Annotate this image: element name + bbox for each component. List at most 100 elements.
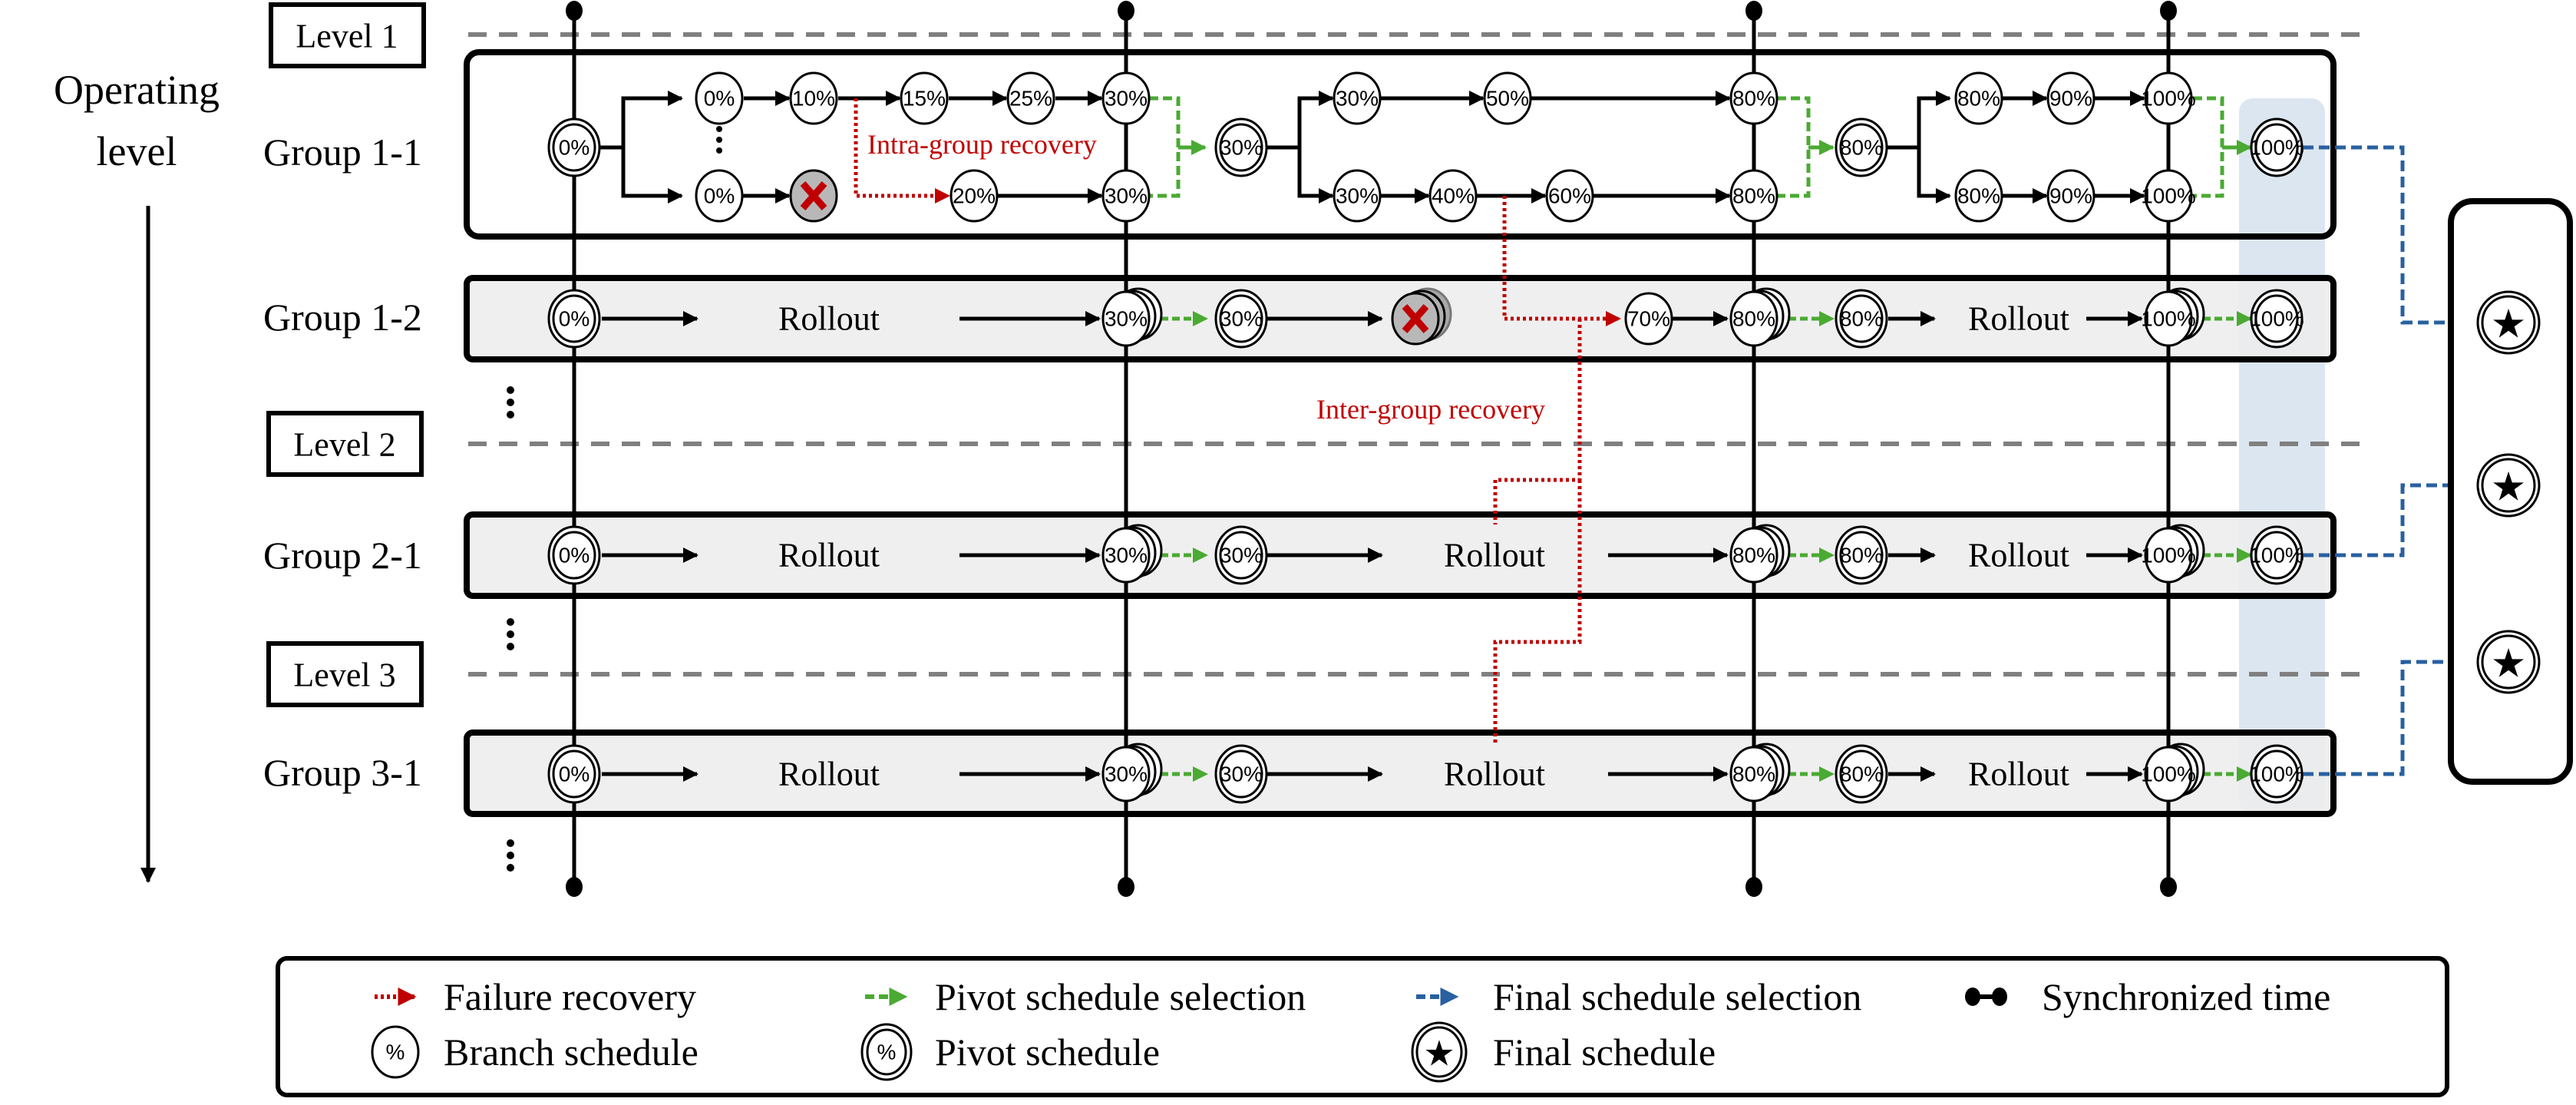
intra-group-recovery-label: Intra-group recovery xyxy=(867,129,1097,160)
node-value: 30% xyxy=(1105,544,1148,567)
branch-arrow-top xyxy=(1887,91,1951,150)
legend-pivot-schedule-icon: % xyxy=(860,1023,913,1081)
node-value: 50% xyxy=(1486,87,1529,111)
pivot-selection-bracket xyxy=(2193,96,2224,198)
branch-schedule-node: 80% xyxy=(1954,169,2003,223)
stacked-branch-schedules: 80% xyxy=(1729,524,1791,584)
final-pivot-node: 100% xyxy=(2249,744,2304,804)
node-value: 100% xyxy=(2249,763,2304,786)
branch-schedule-node: 40% xyxy=(1428,169,1478,223)
start-pivot-node: 0% xyxy=(547,117,601,177)
rollout-label: Rollout xyxy=(1968,537,2069,574)
branch-schedule-node: 80% xyxy=(1729,169,1778,223)
pivot-node-80: 80% xyxy=(1835,117,1888,177)
stacked-branch-schedules: 30% xyxy=(1101,743,1163,802)
intra-group-recovery-arrow xyxy=(854,98,950,203)
node-value: 30% xyxy=(1105,307,1148,331)
level-3-label: Level 3 xyxy=(293,657,395,694)
legend-sync-time-label: Synchronized time xyxy=(2042,975,2330,1018)
node-value: 30% xyxy=(1105,763,1148,786)
stacked-branch-schedules: 100% xyxy=(2141,524,2205,584)
branch-schedule-node: 30% xyxy=(1333,169,1382,223)
start-pivot-node: 0% xyxy=(547,744,601,804)
legend: Failure recovery Pivot schedule selectio… xyxy=(276,956,2449,1097)
continuation-dots xyxy=(507,386,514,872)
node-value: 70% xyxy=(1627,307,1670,331)
node-value: 80% xyxy=(1840,544,1883,567)
final-schedule-node: ★ xyxy=(2476,453,2541,518)
failed-stacked-node xyxy=(1391,287,1452,346)
sync-dot-bottom xyxy=(2160,877,2177,897)
branch-schedule-node: 30% xyxy=(1333,71,1382,125)
start-pivot-node: 0% xyxy=(547,289,601,349)
node-value: 100% xyxy=(2249,307,2304,331)
branch-schedule-node: 90% xyxy=(2046,71,2095,125)
node-value: 0% xyxy=(704,184,735,208)
pivot-node-30: 30% xyxy=(1214,525,1268,585)
sync-dot-bottom xyxy=(1745,877,1762,897)
node-value: 10% xyxy=(792,87,835,111)
branch-schedule-node: 60% xyxy=(1545,169,1594,223)
sync-dot-top xyxy=(1118,1,1134,21)
ellipsis-dot xyxy=(716,137,722,143)
legend-final-schedule-icon: ★ xyxy=(1411,1021,1468,1083)
node-value: 80% xyxy=(1840,763,1883,786)
failure-x-icon xyxy=(1402,304,1429,333)
branch-schedule-node: 10% xyxy=(789,71,838,125)
node-value: 100% xyxy=(2141,184,2196,208)
star-icon: ★ xyxy=(2491,466,2527,510)
sync-dot-top xyxy=(2160,1,2177,21)
node-value: 15% xyxy=(903,87,946,111)
node-value: 0% xyxy=(559,763,590,786)
node-value: 80% xyxy=(1840,307,1883,331)
node-value: 80% xyxy=(1732,544,1775,567)
level-1-box: Level 1 xyxy=(269,2,426,68)
final-schedule-node: ★ xyxy=(2476,290,2541,355)
pivot-selection-bracket xyxy=(1777,96,1811,198)
node-value: 30% xyxy=(1220,307,1263,331)
branch-schedule-node: 0% xyxy=(695,71,744,125)
node-value: 30% xyxy=(1336,87,1379,111)
node-value: 100% xyxy=(2249,136,2304,160)
node-value: 30% xyxy=(1220,763,1263,786)
level-1-label: Level 1 xyxy=(296,18,398,55)
node-value: 80% xyxy=(1840,136,1883,160)
pivot-node-30: 30% xyxy=(1214,117,1268,177)
pivot-node-80: 80% xyxy=(1835,525,1888,585)
final-pivot-highlight-column xyxy=(2239,98,2325,812)
branch-arrow-bottom xyxy=(1267,145,1334,203)
final-selection-arrow xyxy=(2303,145,2481,330)
final-selection-arrow xyxy=(2303,654,2481,776)
branch-arrow-bottom xyxy=(1887,145,1951,203)
rollout-label: Rollout xyxy=(1444,756,1545,793)
pivot-selection-bracket xyxy=(1149,96,1181,198)
node-value: 80% xyxy=(1732,184,1775,208)
ellipsis-dot xyxy=(716,126,722,132)
node-value: 100% xyxy=(2141,544,2196,567)
inter-group-recovery-label: Inter-group recovery xyxy=(1316,394,1545,425)
legend-final-selection-label: Final schedule selection xyxy=(1493,975,1861,1018)
final-pivot-node: 100% xyxy=(2249,525,2304,585)
rollout-label: Rollout xyxy=(778,300,880,338)
svg-text:★: ★ xyxy=(1423,1034,1455,1074)
branch-schedule-node: 20% xyxy=(949,169,999,223)
branch-schedule-node: 30% xyxy=(1101,169,1151,223)
legend-pivot-selection-label: Pivot schedule selection xyxy=(935,975,1306,1018)
pivot-node-30: 30% xyxy=(1214,744,1268,804)
branch-schedule-node: 80% xyxy=(1954,71,2003,125)
branch-schedule-node: 100% xyxy=(2141,169,2196,223)
svg-text:%: % xyxy=(877,1040,897,1064)
branch-schedule-node: 50% xyxy=(1483,71,1532,125)
ellipsis-dot xyxy=(716,147,722,154)
start-pivot-node: 0% xyxy=(547,525,601,585)
legend-branch-schedule-label: Branch schedule xyxy=(444,1031,698,1074)
stacked-branch-schedules: 30% xyxy=(1101,287,1163,347)
node-value: 100% xyxy=(2249,544,2304,567)
level-2-label: Level 2 xyxy=(293,426,395,464)
group-1-1-box xyxy=(464,49,2337,240)
group-1-2-label: Group 1-2 xyxy=(263,296,422,339)
node-value: 100% xyxy=(2141,763,2196,786)
rollout-label: Rollout xyxy=(1444,537,1545,574)
star-icon: ★ xyxy=(2491,303,2527,347)
inter-group-recovery-path-level3 xyxy=(1493,480,1582,745)
